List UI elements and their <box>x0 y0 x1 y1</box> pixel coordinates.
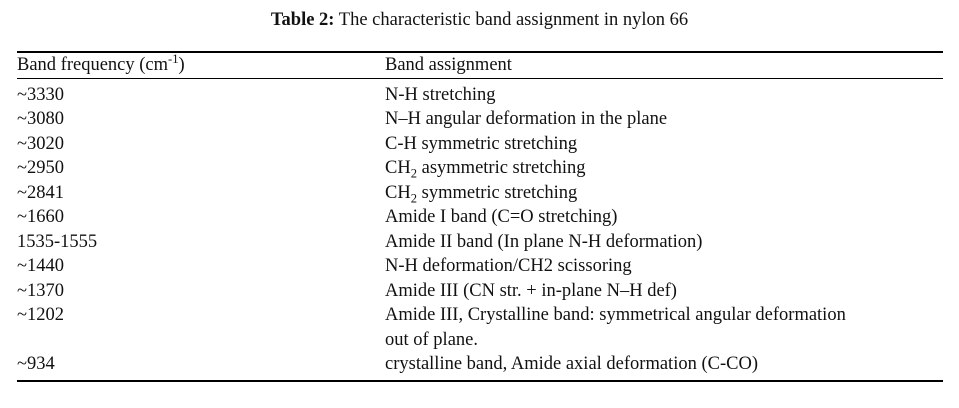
table-row: ~2841 CH2 symmetric stretching <box>17 181 943 206</box>
cell-frequency: ~1440 <box>17 256 65 276</box>
header-separator-rule <box>17 77 943 79</box>
cell-assignment: Amide III, Crystalline band: symmetrical… <box>385 303 943 352</box>
table-row: ~2950 CH2 asymmetric stretching <box>17 156 943 181</box>
cell-assignment: Amide II band (In plane N-H deformation) <box>385 231 703 252</box>
cell-assignment: CH2 symmetric stretching <box>385 181 943 206</box>
table-bottom-rule <box>17 379 943 382</box>
cell-assignment: N-H deformation/CH2 scissoring <box>385 256 632 276</box>
assignment-suffix: symmetric stretching <box>417 182 578 203</box>
table-row: 1535-1555 Amide II band (In plane N-H de… <box>17 230 943 255</box>
table-row: ~3080 N–H angular deformation in the pla… <box>17 107 943 132</box>
cell-frequency: 1535-1555 <box>17 231 98 252</box>
assignment-line-2: out of plane. <box>385 329 478 350</box>
column-header-assignment: Band assignment <box>385 55 512 75</box>
assignment-suffix: asymmetric stretching <box>417 158 586 178</box>
table-row: ~3330 N-H stretching <box>17 79 943 108</box>
assignment-subscript: 2 <box>410 166 417 181</box>
frequency-header-superscript: -1 <box>168 51 179 66</box>
cell-assignment: Amide I band (C=O stretching) <box>385 207 618 227</box>
cell-frequency: ~2841 <box>17 182 65 203</box>
cell-frequency: ~2950 <box>17 158 65 178</box>
caption-label: Table 2: <box>270 10 335 30</box>
table-body-grid: ~3330 N-H stretching ~3080 N–H angular d… <box>17 79 943 380</box>
cell-frequency: ~1660 <box>17 207 65 227</box>
table-row: ~3020 C-H symmetric stretching <box>17 132 943 157</box>
cell-frequency: ~3020 <box>17 133 65 154</box>
table-header: Band frequency (cm-1) Band assignment <box>17 53 943 78</box>
frequency-header-suffix: ) <box>178 55 185 75</box>
assignment-prefix: CH <box>385 158 411 178</box>
cell-assignment: crystalline band, Amide axial deformatio… <box>385 354 758 374</box>
cell-assignment: N–H angular deformation in the plane <box>385 109 668 129</box>
table-row: ~1440 N-H deformation/CH2 scissoring <box>17 254 943 279</box>
cell-frequency: ~1202 <box>17 305 65 325</box>
assignment-prefix: CH <box>385 182 411 203</box>
table-body: ~3330 N-H stretching ~3080 N–H angular d… <box>17 79 943 380</box>
table-row: ~934 crystalline band, Amide axial defor… <box>17 352 943 380</box>
cell-assignment: Amide III (CN str. + in-plane N–H def) <box>385 280 677 301</box>
cell-frequency: ~3330 <box>17 84 65 105</box>
cell-assignment: C-H symmetric stretching <box>385 133 578 154</box>
table-grid: Band frequency (cm-1) Band assignment <box>17 53 943 78</box>
table-row: ~1660 Amide I band (C=O stretching) <box>17 205 943 230</box>
table-row: ~1370 Amide III (CN str. + in-plane N–H … <box>17 279 943 304</box>
band-assignment-table: Band frequency (cm-1) Band assignment ~3… <box>17 51 943 382</box>
table-row: ~1202 Amide III, Crystalline band: symme… <box>17 303 943 352</box>
cell-frequency: ~3080 <box>17 109 65 129</box>
cell-frequency: ~1370 <box>17 280 65 301</box>
assignment-line-1: Amide III, Crystalline band: symmetrical… <box>385 305 846 325</box>
header-row: Band frequency (cm-1) Band assignment <box>17 53 943 78</box>
frequency-header-prefix: Band frequency (cm <box>17 55 169 75</box>
table-caption: Table 2: The characteristic band assignm… <box>0 8 959 32</box>
caption-text: The characteristic band assignment in ny… <box>338 10 689 30</box>
cell-assignment: N-H stretching <box>385 84 496 105</box>
assignment-subscript: 2 <box>410 191 417 206</box>
table-top-rule <box>17 51 943 53</box>
cell-assignment: CH2 asymmetric stretching <box>385 156 943 181</box>
cell-frequency: ~934 <box>17 354 55 374</box>
column-header-frequency: Band frequency (cm-1) <box>17 53 385 78</box>
